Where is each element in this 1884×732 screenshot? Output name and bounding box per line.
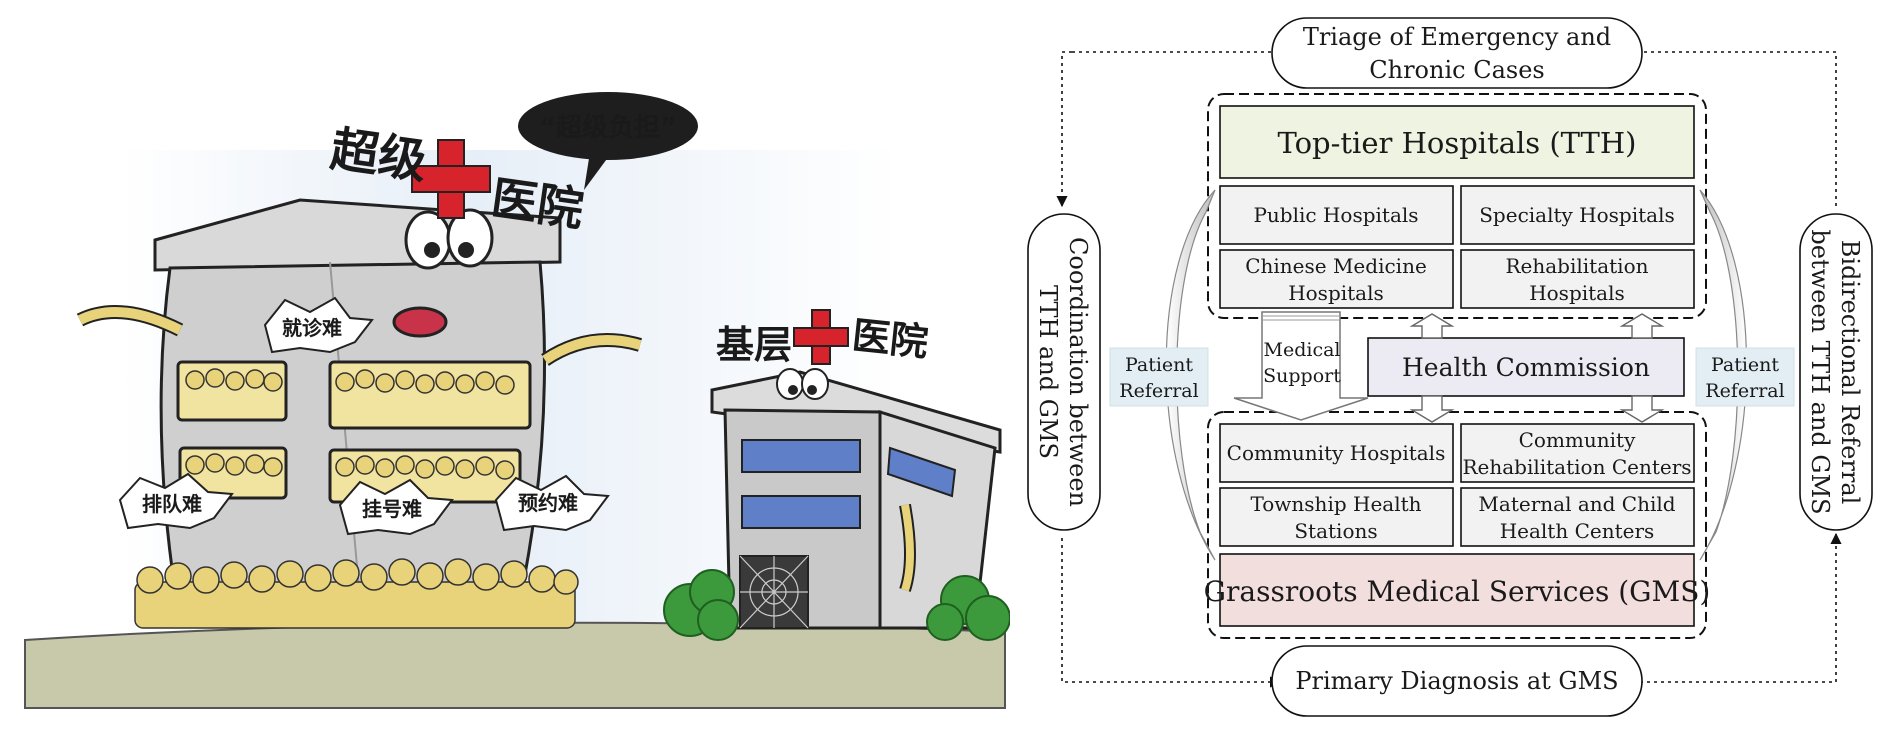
burst-appointment-text: 预约难 bbox=[518, 491, 578, 515]
ground bbox=[24, 621, 1006, 709]
gms-title-box: Grassroots Medical Services (GMS) bbox=[1204, 553, 1711, 627]
burst-consultation: 就诊难 bbox=[263, 296, 374, 354]
speech-bubble: “超级负担” bbox=[518, 92, 698, 190]
small-hospital bbox=[710, 368, 1002, 630]
patient-referral-right-line-2: Referral bbox=[1705, 380, 1784, 402]
community-hospitals-label: Community Hospitals bbox=[1227, 441, 1446, 465]
burst-appointment: 预约难 bbox=[494, 474, 610, 532]
coordination-line-1: Coordination between bbox=[1064, 237, 1092, 507]
gms-cell-township: Township Health Stations bbox=[1219, 487, 1454, 547]
health-commission-box: Health Commission bbox=[1367, 337, 1685, 397]
maternal-line-1: Maternal and Child bbox=[1478, 492, 1675, 516]
healthcare-system-diagram: Triage of Emergency and Chronic Cases Pr… bbox=[1027, 17, 1873, 717]
crowd bbox=[134, 558, 579, 629]
public-hospitals-label: Public Hospitals bbox=[1253, 203, 1418, 227]
referral-line-1: Bidirectional Referral bbox=[1836, 240, 1864, 505]
burst-queue-text: 排队难 bbox=[142, 492, 202, 516]
patient-referral-right-line-1: Patient bbox=[1711, 354, 1779, 376]
cartoon-illustration: 超级 医院 “超级负担” 就诊难 排队难 挂号难 预约难 bbox=[24, 92, 1010, 709]
tth-title-box: Top-tier Hospitals (TTH) bbox=[1219, 105, 1695, 179]
patient-referral-right: Patient Referral bbox=[1695, 347, 1795, 407]
triage-line-2: Chronic Cases bbox=[1369, 56, 1544, 84]
township-line-2: Stations bbox=[1294, 519, 1377, 543]
big-hospital-title-right: 医院 bbox=[488, 171, 587, 237]
tth-cell-public: Public Hospitals bbox=[1219, 185, 1454, 245]
commission-arrows bbox=[1409, 313, 1665, 423]
coordination-line-2: TTH and GMS bbox=[1034, 285, 1062, 459]
referral-line-2: between TTH and GMS bbox=[1806, 229, 1834, 514]
patient-referral-left: Patient Referral bbox=[1109, 347, 1209, 407]
primary-diagnosis-label: Primary Diagnosis at GMS bbox=[1295, 667, 1618, 695]
small-hospital-title-left: 基层 bbox=[716, 323, 792, 367]
health-commission-label: Health Commission bbox=[1402, 353, 1650, 382]
right-referral-curve bbox=[1699, 189, 1747, 561]
medical-support-arrow: Medical Support bbox=[1233, 311, 1369, 421]
left-referral-curve bbox=[1165, 189, 1216, 561]
burst-registration: 挂号难 bbox=[338, 478, 454, 536]
gms-cell-maternal: Maternal and Child Health Centers bbox=[1460, 487, 1695, 547]
gms-cell-community: Community Hospitals bbox=[1219, 423, 1454, 483]
medical-support-line-2: Support bbox=[1263, 365, 1341, 387]
specialty-hospitals-label: Specialty Hospitals bbox=[1479, 203, 1675, 227]
coordination-oval: Coordination between TTH and GMS bbox=[1027, 213, 1101, 531]
rehabilitation-line-1: Rehabilitation bbox=[1505, 254, 1648, 278]
bidirectional-referral-oval: Bidirectional Referral between TTH and G… bbox=[1799, 213, 1873, 531]
speech-bubble-text: “超级负担” bbox=[539, 112, 677, 143]
bushes bbox=[663, 569, 1010, 641]
township-line-1: Township Health bbox=[1250, 492, 1421, 516]
tth-cell-chinese-medicine: Chinese Medicine Hospitals bbox=[1219, 249, 1454, 309]
chinese-medicine-line-2: Hospitals bbox=[1288, 281, 1384, 305]
gms-group bbox=[1207, 411, 1707, 639]
tth-title: Top-tier Hospitals (TTH) bbox=[1277, 126, 1636, 160]
small-hospital-title-right: 医院 bbox=[850, 313, 930, 365]
patient-referral-left-line-2: Referral bbox=[1119, 380, 1198, 402]
small-red-cross-icon bbox=[793, 309, 849, 365]
medical-support-line-1: Medical bbox=[1264, 339, 1341, 361]
burst-consultation-text: 就诊难 bbox=[282, 316, 342, 340]
community-rehab-line-2: Rehabilitation Centers bbox=[1462, 455, 1691, 479]
burst-queue: 排队难 bbox=[118, 472, 234, 530]
rehabilitation-line-2: Hospitals bbox=[1529, 281, 1625, 305]
maternal-line-2: Health Centers bbox=[1500, 519, 1655, 543]
gms-cell-community-rehab: Community Rehabilitation Centers bbox=[1460, 423, 1695, 483]
chinese-medicine-line-1: Chinese Medicine bbox=[1245, 254, 1427, 278]
tth-cell-specialty: Specialty Hospitals bbox=[1460, 185, 1695, 245]
big-hospital bbox=[76, 198, 643, 602]
primary-diagnosis-oval: Primary Diagnosis at GMS bbox=[1271, 645, 1643, 717]
red-cross-icon bbox=[411, 139, 491, 219]
burst-registration-text: 挂号难 bbox=[362, 497, 422, 521]
gms-title: Grassroots Medical Services (GMS) bbox=[1204, 575, 1711, 608]
patient-referral-left-line-1: Patient bbox=[1125, 354, 1193, 376]
triage-line-1: Triage of Emergency and bbox=[1303, 23, 1611, 51]
triage-oval: Triage of Emergency and Chronic Cases bbox=[1271, 17, 1643, 89]
community-rehab-line-1: Community bbox=[1519, 428, 1636, 452]
tth-cell-rehabilitation: Rehabilitation Hospitals bbox=[1460, 249, 1695, 309]
big-hospital-title-left: 超级 bbox=[327, 121, 430, 190]
